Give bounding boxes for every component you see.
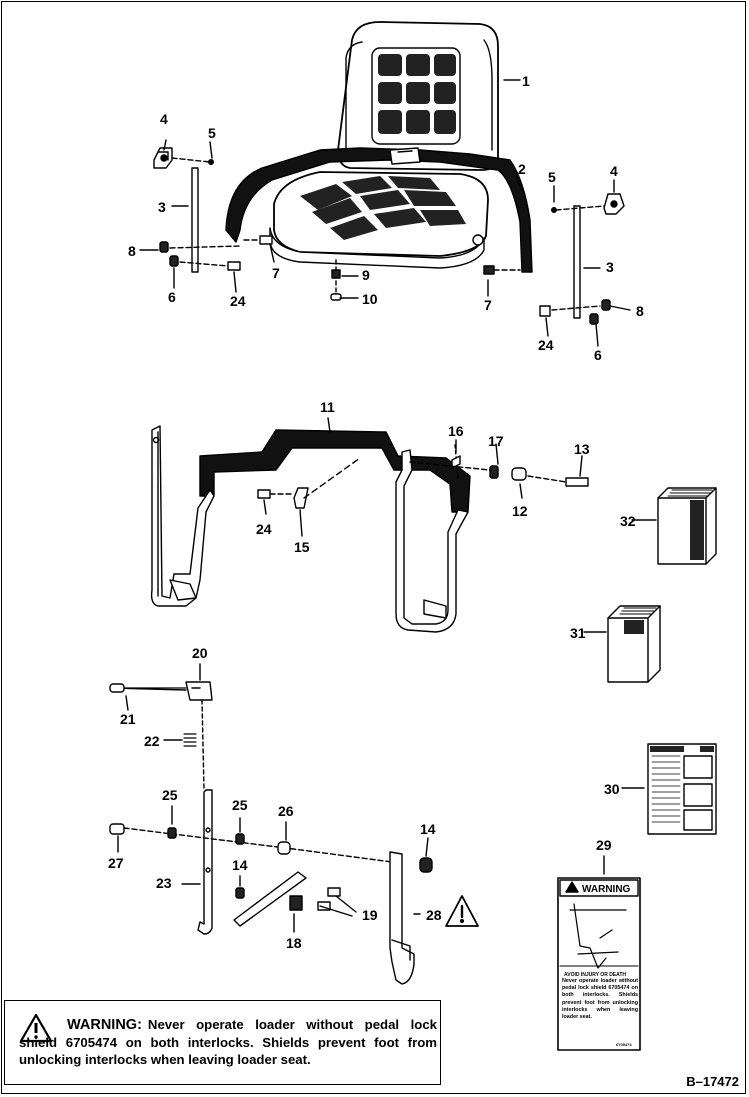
decal-29-heading: WARNING [582,884,631,895]
manual-30 [647,743,717,835]
callout-16: 16 [448,423,464,439]
callout-25-b: 25 [232,797,248,813]
callout-10: 10 [362,291,378,307]
callout-18: 18 [286,935,302,951]
callout-23: 23 [156,875,172,891]
decal-29 [557,877,641,1051]
callout-13: 13 [574,441,590,457]
callout-28: 28 [426,907,442,923]
seat-assembly [269,21,499,269]
callout-3-right: 3 [606,259,614,275]
callout-26: 26 [278,803,294,819]
callout-21: 21 [120,711,136,727]
callout-12: 12 [512,503,528,519]
callout-29: 29 [596,837,612,853]
callout-27: 27 [108,855,124,871]
callout-4-right: 4 [610,163,618,179]
kit-box-31 [607,605,661,683]
callout-8-right: 8 [636,303,644,319]
callout-24-right: 24 [538,337,554,353]
callout-24-mid: 24 [256,521,272,537]
callout-15: 15 [294,539,310,555]
callout-5-right: 5 [548,169,556,185]
seat-strap [225,147,533,273]
warning-triangle-icon [445,895,479,927]
callout-22: 22 [144,733,160,749]
decal-29-subheading: AVOID INJURY OR DEATH [564,972,626,978]
callout-2: 2 [518,161,526,177]
decal-29-text: Never operate loader without pedal lock … [562,978,638,1021]
callout-32: 32 [620,513,636,529]
warning-triangle-icon [19,1013,53,1043]
callout-14: 14 [420,821,436,837]
callout-14-b: 14 [232,857,248,873]
callout-7-right: 7 [484,297,492,313]
callout-9: 9 [362,267,370,283]
callout-19: 19 [362,907,378,923]
seat-bar [199,429,471,513]
callout-6: 6 [168,289,176,305]
callout-31: 31 [570,625,586,641]
callout-11: 11 [320,399,335,415]
callout-4: 4 [160,111,168,127]
warning-text: WARNING:Never operate loader without ped… [19,1016,437,1068]
warning-body: Never operate loader without pedal lock … [19,1017,437,1067]
callout-7: 7 [272,265,280,281]
callout-20: 20 [192,645,208,661]
kit-box-32 [657,487,717,565]
callout-24: 24 [230,293,246,309]
callout-3: 3 [158,199,166,215]
decal-29-part-no: 6705474 [616,1042,632,1047]
callout-25: 25 [162,787,178,803]
callout-5: 5 [208,125,216,141]
callout-17: 17 [488,433,504,449]
warning-notice: WARNING:Never operate loader without ped… [4,1000,441,1085]
figure-code: B–17472 [686,1074,739,1089]
callout-1: 1 [522,73,530,89]
callout-8: 8 [128,243,136,259]
callout-6-right: 6 [594,347,602,363]
warning-heading: WARNING: [67,1017,142,1033]
callout-30: 30 [604,781,620,797]
